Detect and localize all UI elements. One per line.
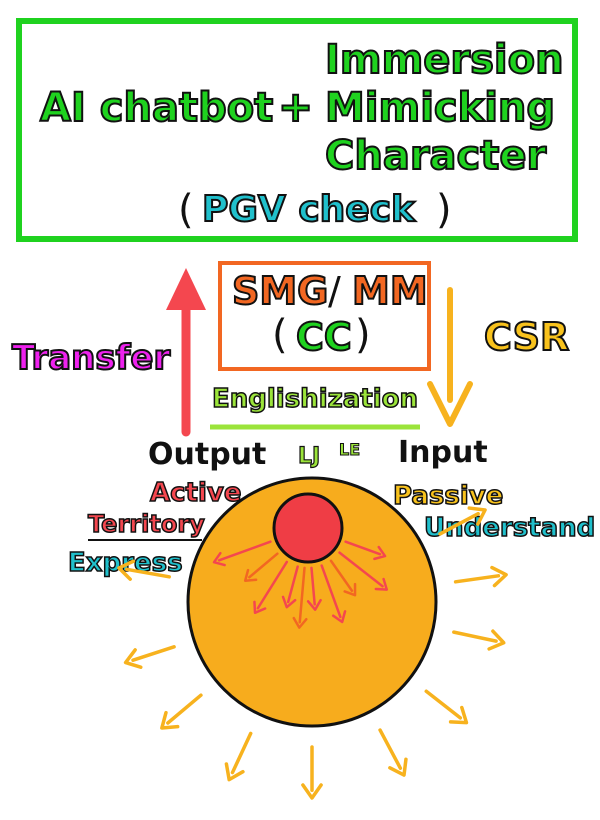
outer-arrow (117, 559, 171, 581)
lj-label: LJ (297, 444, 321, 469)
inner-arrow (306, 566, 322, 611)
le-label: LE (338, 440, 361, 459)
inner-arrow (329, 559, 357, 597)
slash: / (328, 269, 341, 313)
inner-arrow (281, 565, 299, 609)
pgv-check-label: PGV check (201, 189, 416, 230)
outer-arrows (117, 506, 508, 800)
inner-arrow (292, 566, 308, 629)
cc-paren-open: ( (272, 312, 288, 358)
territory-label: Territory (87, 510, 205, 538)
active-label: Active (149, 478, 242, 508)
orange-sphere (186, 476, 438, 728)
outer-arrow (438, 506, 487, 536)
transfer-arrow-head (166, 268, 206, 310)
output-label: Output (148, 437, 267, 472)
outer-arrow (378, 728, 408, 777)
inner-arrow (253, 560, 289, 615)
inner-arrow (338, 551, 389, 591)
immersion-label: Immersion (324, 37, 565, 83)
outer-arrow (224, 731, 253, 782)
red-core (272, 492, 344, 564)
mm-label: MM (351, 269, 429, 313)
center-box (218, 261, 431, 371)
outer-arrow (452, 629, 506, 651)
character-label: Character (324, 133, 547, 179)
plus-sign: + (277, 82, 314, 131)
outer-arrow (123, 645, 176, 669)
cc-label: CC (295, 315, 353, 359)
ai-chatbot-label: AI chatbot (39, 85, 274, 131)
pgv-paren-close: ) (436, 187, 452, 233)
inner-arrows (212, 540, 389, 629)
outer-arrow (424, 689, 469, 725)
inner-arrow (212, 540, 272, 567)
pgv-paren-open: ( (178, 187, 194, 233)
smg-label: SMG (231, 269, 329, 313)
outer-arrow (301, 745, 323, 800)
cc-paren-close: ) (355, 312, 371, 358)
outer-arrow (160, 693, 203, 730)
csr-label: CSR (483, 315, 570, 359)
englishization-label: Englishization (211, 384, 419, 414)
top-box (16, 18, 578, 242)
outer-arrow (453, 565, 508, 588)
inner-arrow (243, 552, 279, 582)
passive-label: Passive (392, 481, 504, 511)
inner-arrow (344, 540, 387, 561)
inner-arrow (320, 564, 347, 624)
mimicking-label: Mimicking (324, 85, 556, 131)
csr-arrow-head (427, 381, 473, 427)
transfer-label: Transfer (11, 338, 171, 378)
input-label: Input (398, 435, 488, 470)
